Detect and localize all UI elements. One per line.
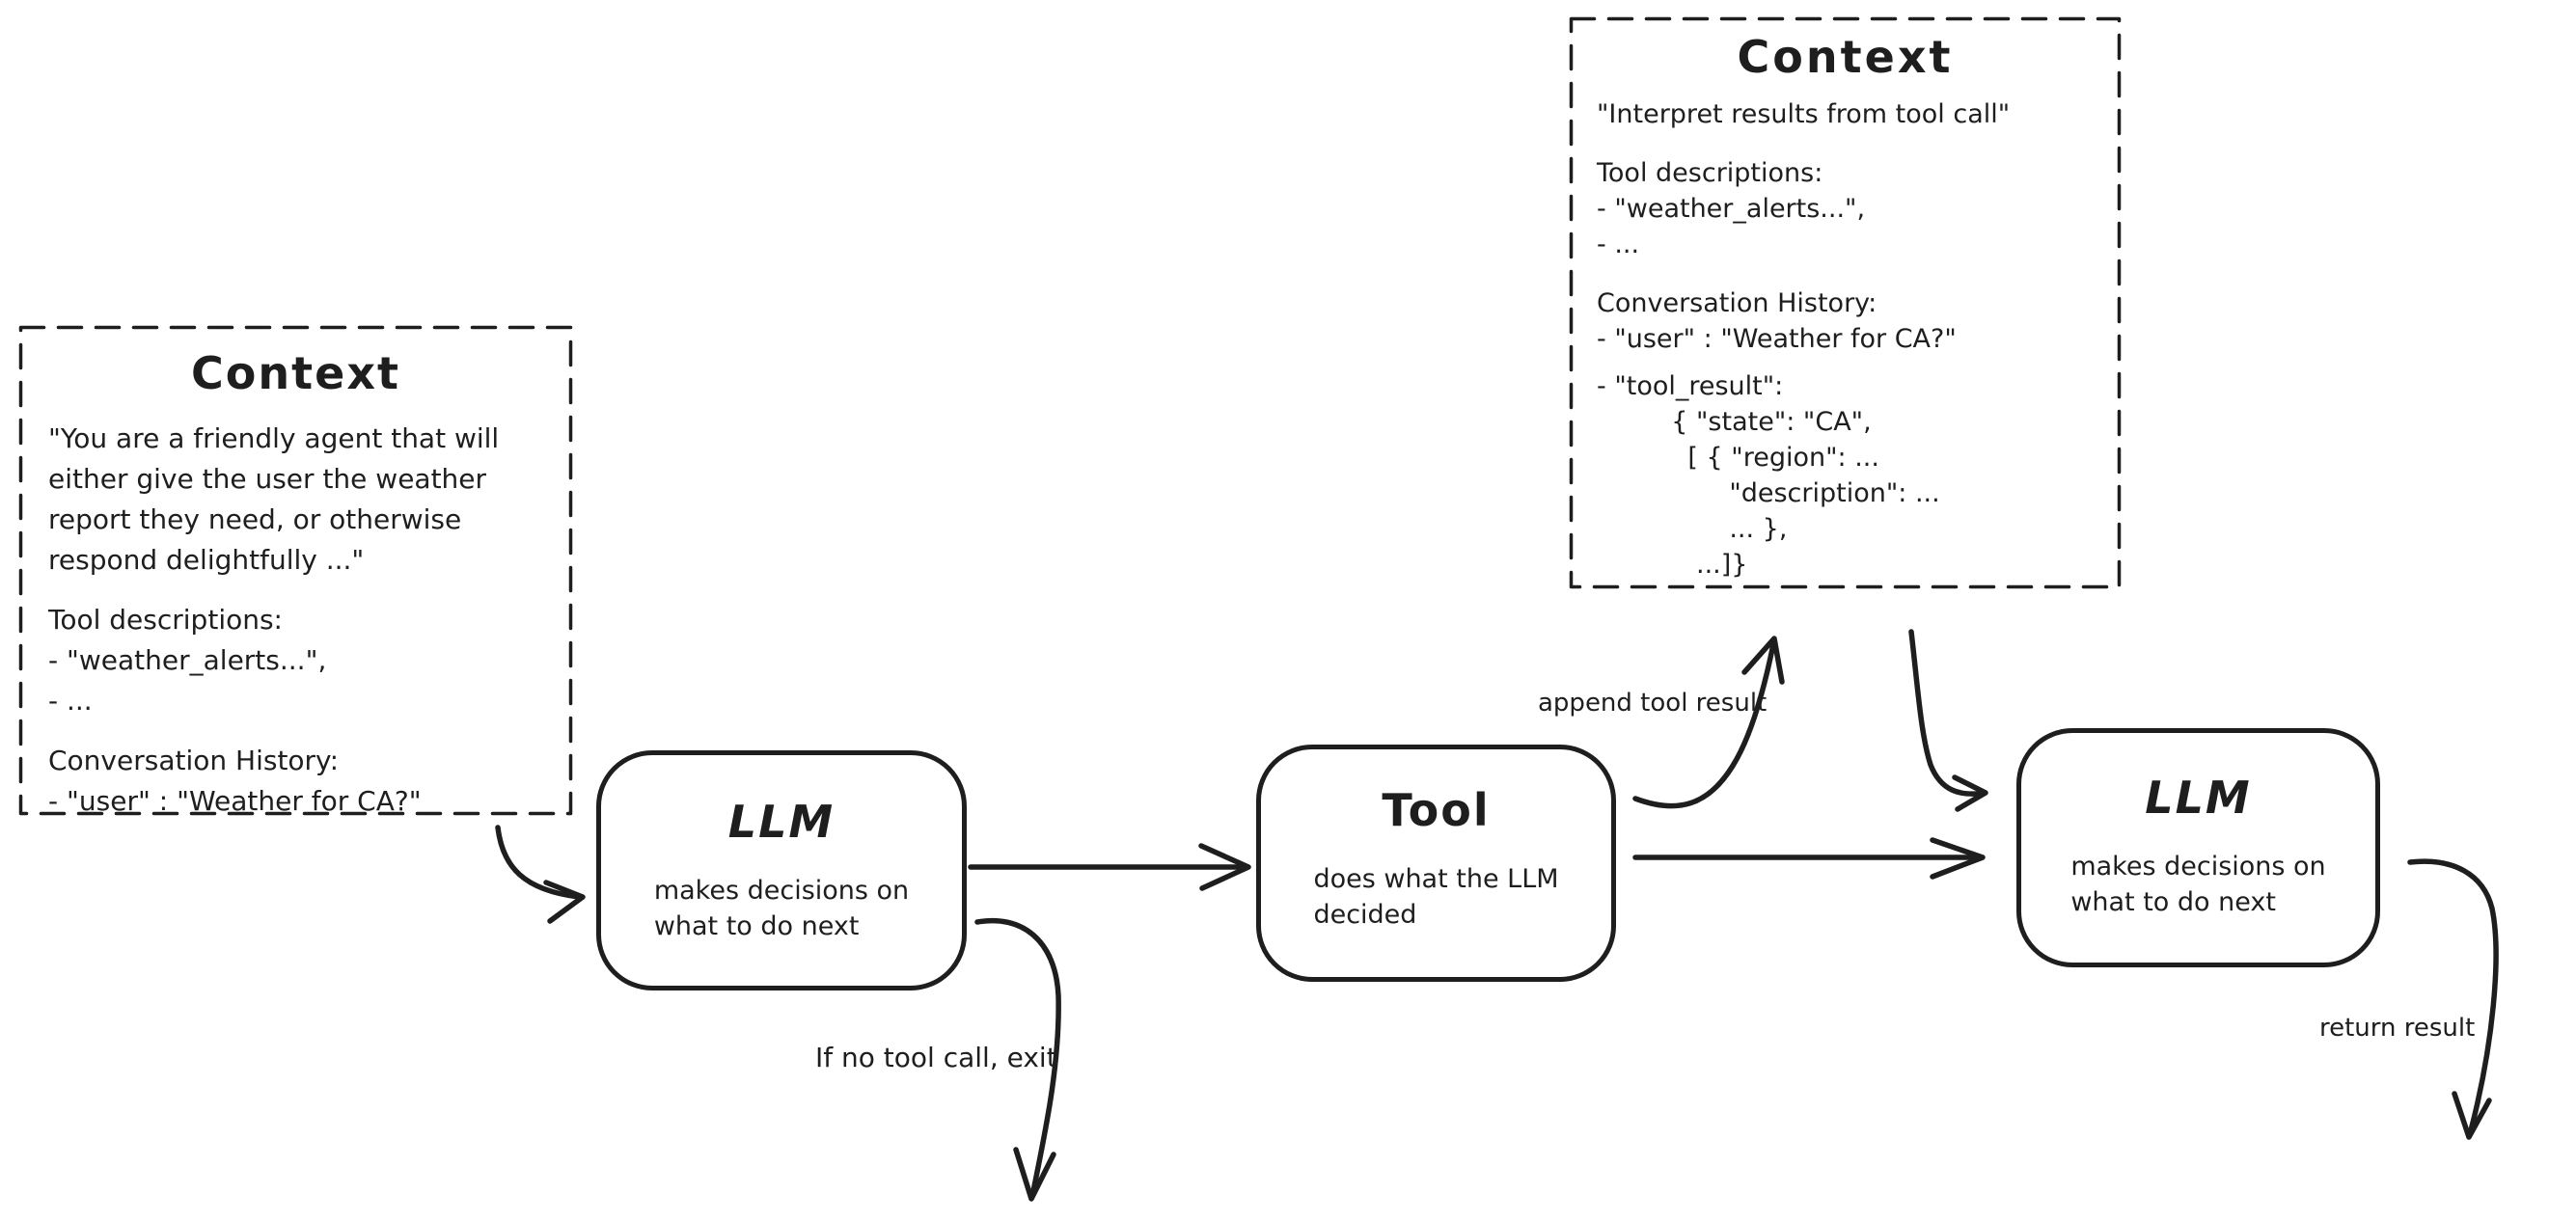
system-prompt-text: "You are a friendly agent that will eith… bbox=[48, 422, 500, 576]
arrow-context-left-to-llm1 bbox=[495, 825, 586, 924]
llm2-node: LLM makes decisions on what to do next bbox=[2016, 728, 2380, 967]
tool-descriptions-heading: Tool descriptions: bbox=[48, 604, 283, 636]
llm2-subtitle: makes decisions on what to do next bbox=[2070, 852, 2326, 917]
arrow-tool-to-llm2 bbox=[1632, 837, 1986, 880]
context-top-box: Context "Interpret results from tool cal… bbox=[1570, 17, 2121, 588]
tool-descriptions-heading: Tool descriptions: bbox=[1597, 158, 1823, 188]
conversation-history-item: - "user" : "Weather for CA?" bbox=[48, 785, 422, 817]
no-tool-call-exit-label: If no tool call, exit bbox=[815, 1042, 1057, 1073]
conversation-history-heading: Conversation History: bbox=[48, 745, 340, 776]
interpret-instruction-text: "Interpret results from tool call" bbox=[1597, 99, 2011, 129]
tool-title: Tool bbox=[1382, 784, 1491, 836]
append-tool-result-label: append tool result bbox=[1538, 689, 1768, 718]
return-result-label: return result bbox=[2319, 1014, 2476, 1043]
conversation-history-section: Conversation History: - "user" : "Weathe… bbox=[48, 741, 543, 822]
tool-descriptions-section: Tool descriptions: - "weather_alerts..."… bbox=[48, 600, 543, 721]
llm1-title: LLM bbox=[727, 796, 836, 848]
tool-descriptions-section: Tool descriptions: - "weather_alerts..."… bbox=[1597, 155, 2094, 262]
arrow-llm1-to-tool bbox=[968, 843, 1251, 891]
llm1-node: LLM makes decisions on what to do next bbox=[596, 750, 967, 990]
context-top-title: Context bbox=[1737, 31, 1954, 83]
context-top-dashed-border bbox=[1569, 16, 2122, 589]
arrow-llm2-return bbox=[2407, 858, 2499, 1140]
context-left-dashed-border bbox=[18, 325, 573, 816]
tool-descriptions-item: - ... bbox=[48, 685, 93, 717]
conversation-history-item: - "user" : "Weather for CA?" bbox=[1597, 324, 1957, 354]
conversation-history-section: Conversation History: - "user" : "Weathe… bbox=[1597, 285, 2094, 583]
context-left-title: Context bbox=[191, 347, 400, 399]
arrow-llm1-exit bbox=[974, 917, 1061, 1202]
context-left-box: Context "You are a friendly agent that w… bbox=[19, 326, 572, 817]
tool-subtitle: does what the LLM decided bbox=[1313, 864, 1559, 930]
arrow-tool-to-context-top bbox=[1632, 636, 1785, 809]
tool-node: Tool does what the LLM decided bbox=[1256, 745, 1616, 982]
tool-descriptions-item: - "weather_alerts...", bbox=[1597, 194, 1866, 224]
tool-result-json: - "tool_result": { "state": "CA", [ { "r… bbox=[1597, 371, 1940, 580]
llm2-title: LLM bbox=[2145, 772, 2252, 824]
arrow-context-top-to-llm2 bbox=[1908, 629, 1988, 812]
tool-descriptions-item: - "weather_alerts...", bbox=[48, 644, 327, 676]
conversation-history-heading: Conversation History: bbox=[1597, 288, 1877, 318]
llm1-subtitle: makes decisions on what to do next bbox=[653, 876, 910, 941]
tool-descriptions-item: - ... bbox=[1597, 230, 1640, 259]
